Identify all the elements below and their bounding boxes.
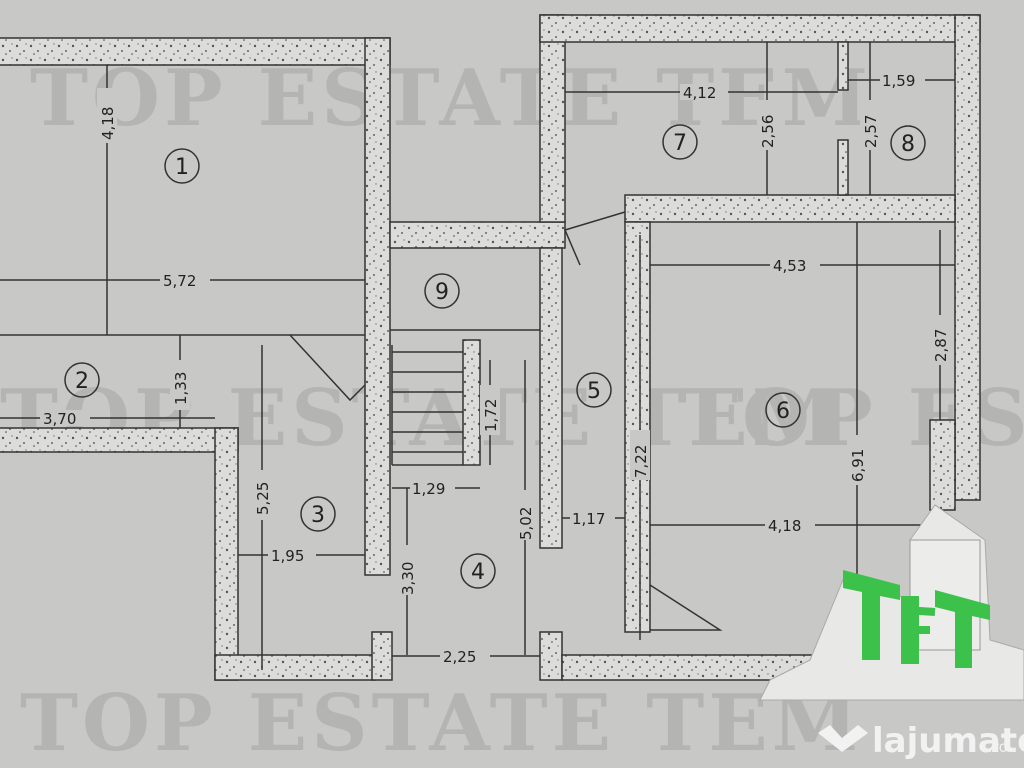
- dim-r1-height: 4,18: [99, 107, 117, 140]
- dim-r7-height: 2,56: [759, 115, 777, 148]
- staircase: [392, 351, 463, 453]
- svg-text:lajumate: lajumate: [872, 721, 1024, 761]
- dim-r6-width-top: 4,53: [773, 257, 806, 275]
- svg-text:1: 1: [175, 155, 189, 180]
- dim-r6-height: 6,91: [849, 449, 867, 482]
- dim-r4-w1: 1,29: [412, 480, 445, 498]
- lajumate-badge: lajumate .ro: [818, 721, 1024, 761]
- dim-r6-width-bottom: 4,18: [768, 517, 801, 535]
- svg-text:3: 3: [311, 503, 325, 528]
- room-8-label: 8: [890, 125, 926, 161]
- room-1-label: 1: [164, 148, 200, 184]
- tet-logo: [759, 504, 1024, 701]
- room-2-label: 2: [64, 362, 100, 398]
- svg-text:2: 2: [75, 369, 89, 394]
- room-7-label: 7: [662, 124, 698, 160]
- dim-r7-width: 4,12: [683, 84, 716, 102]
- dim-r2-width: 3,70: [43, 410, 76, 428]
- svg-text:5: 5: [587, 379, 601, 404]
- svg-text:4: 4: [471, 560, 485, 585]
- dim-r2-height: 1,33: [172, 372, 190, 405]
- dim-r5-height: 7,22: [632, 445, 650, 478]
- svg-text:6: 6: [776, 399, 790, 424]
- dim-r4-h2: 3,30: [399, 562, 417, 595]
- dim-r5-width: 1,17: [572, 510, 605, 528]
- room-9-label: 9: [424, 273, 460, 309]
- walls: [0, 14, 981, 681]
- room-6-label: 6: [765, 392, 801, 428]
- svg-text:TOP ESTATE TEM: TOP ESTATE TEM: [20, 678, 862, 768]
- dim-r1-width: 5,72: [163, 272, 196, 290]
- dim-r3-width: 1,95: [271, 547, 304, 565]
- dimension-labels: 4,18 5,72 1,33 3,70 5,25 1,95 1,72 1,29 …: [40, 72, 950, 666]
- watermark: TOP ESTATE TEM TOP ESTATE TEM TOP ESTATE…: [0, 53, 1024, 768]
- room-3-label: 3: [300, 496, 336, 532]
- dim-r3-height: 5,25: [254, 482, 272, 515]
- dim-r4-height: 5,02: [517, 507, 535, 540]
- svg-text:8: 8: [901, 132, 915, 157]
- room-5-label: 5: [576, 372, 612, 408]
- dim-r6-niche: 2,87: [932, 329, 950, 362]
- dim-r4-width: 2,25: [443, 648, 476, 666]
- dim-r4-stair: 1,72: [482, 399, 500, 432]
- dim-r8-height: 2,57: [862, 115, 880, 148]
- svg-text:.ro: .ro: [988, 738, 1008, 756]
- dim-r8-width: 1,59: [882, 72, 915, 90]
- room-4-label: 4: [460, 553, 496, 589]
- svg-text:TOP ESTATE TEM: TOP ESTATE TEM: [30, 53, 872, 144]
- svg-text:7: 7: [673, 131, 687, 156]
- svg-text:9: 9: [435, 280, 449, 305]
- room-labels: 1 2 3 4 5 6 7 8 9: [64, 124, 926, 589]
